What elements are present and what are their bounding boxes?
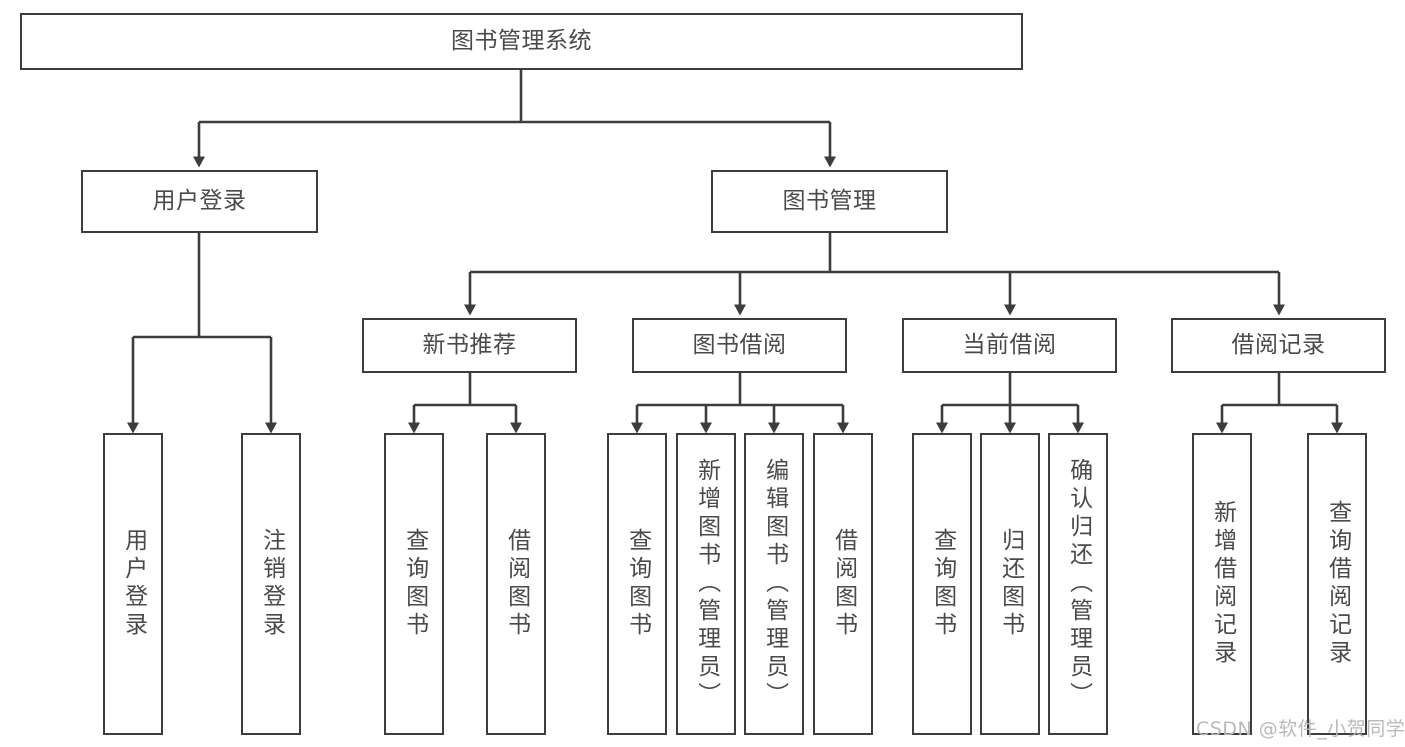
node-new-book-recommend[interactable]: 新书推荐: [362, 318, 577, 373]
leaf-current-confirm-return[interactable]: 确认归还（管理员）: [1048, 433, 1108, 735]
node-label: 查询图书: [929, 528, 956, 640]
node-label: 借阅图书: [503, 528, 530, 640]
leaf-user-login-logout[interactable]: 注销登录: [241, 433, 301, 735]
node-label: 图书管理系统: [451, 27, 592, 54]
leaf-record-query[interactable]: 查询借阅记录: [1307, 433, 1367, 735]
node-label: 查询图书: [401, 528, 428, 640]
node-book-borrow[interactable]: 图书借阅: [632, 318, 847, 373]
leaf-record-add[interactable]: 新增借阅记录: [1192, 433, 1252, 735]
node-label: 借阅记录: [1231, 331, 1326, 358]
node-label: 确认归还（管理员）: [1065, 458, 1092, 710]
leaf-new-book-borrow[interactable]: 借阅图书: [486, 433, 546, 735]
node-label: 用户登录: [152, 187, 247, 214]
leaf-borrow-query-book[interactable]: 查询图书: [607, 433, 667, 735]
node-user-login[interactable]: 用户登录: [81, 170, 318, 233]
node-label: 查询借阅记录: [1324, 500, 1351, 668]
node-borrow-record[interactable]: 借阅记录: [1171, 318, 1386, 373]
node-book-management[interactable]: 图书管理: [711, 170, 948, 233]
leaf-borrow-edit-book[interactable]: 编辑图书（管理员）: [744, 433, 804, 735]
leaf-borrow-add-book[interactable]: 新增图书（管理员）: [676, 433, 736, 735]
node-label: 借阅图书: [830, 528, 857, 640]
node-label: 新书推荐: [422, 331, 517, 358]
leaf-borrow-borrow-book[interactable]: 借阅图书: [813, 433, 873, 735]
node-label: 注销登录: [258, 528, 285, 640]
leaf-user-login-login[interactable]: 用户登录: [103, 433, 163, 735]
node-label: 当前借阅: [962, 331, 1057, 358]
leaf-current-return-book[interactable]: 归还图书: [980, 433, 1040, 735]
node-root-system[interactable]: 图书管理系统: [20, 13, 1023, 70]
node-label: 新增借阅记录: [1209, 500, 1236, 668]
node-current-borrow[interactable]: 当前借阅: [902, 318, 1117, 373]
node-label: 图书管理: [782, 187, 877, 214]
leaf-current-query-book[interactable]: 查询图书: [912, 433, 972, 735]
node-label: 归还图书: [997, 528, 1024, 640]
node-label: 用户登录: [120, 528, 147, 640]
leaf-new-book-query[interactable]: 查询图书: [384, 433, 444, 735]
node-label: 图书借阅: [692, 331, 787, 358]
csdn-watermark: CSDN @软件_小贺同学: [1196, 718, 1405, 740]
node-label: 编辑图书（管理员）: [761, 458, 788, 710]
node-label: 查询图书: [624, 528, 651, 640]
node-label: 新增图书（管理员）: [693, 458, 720, 710]
